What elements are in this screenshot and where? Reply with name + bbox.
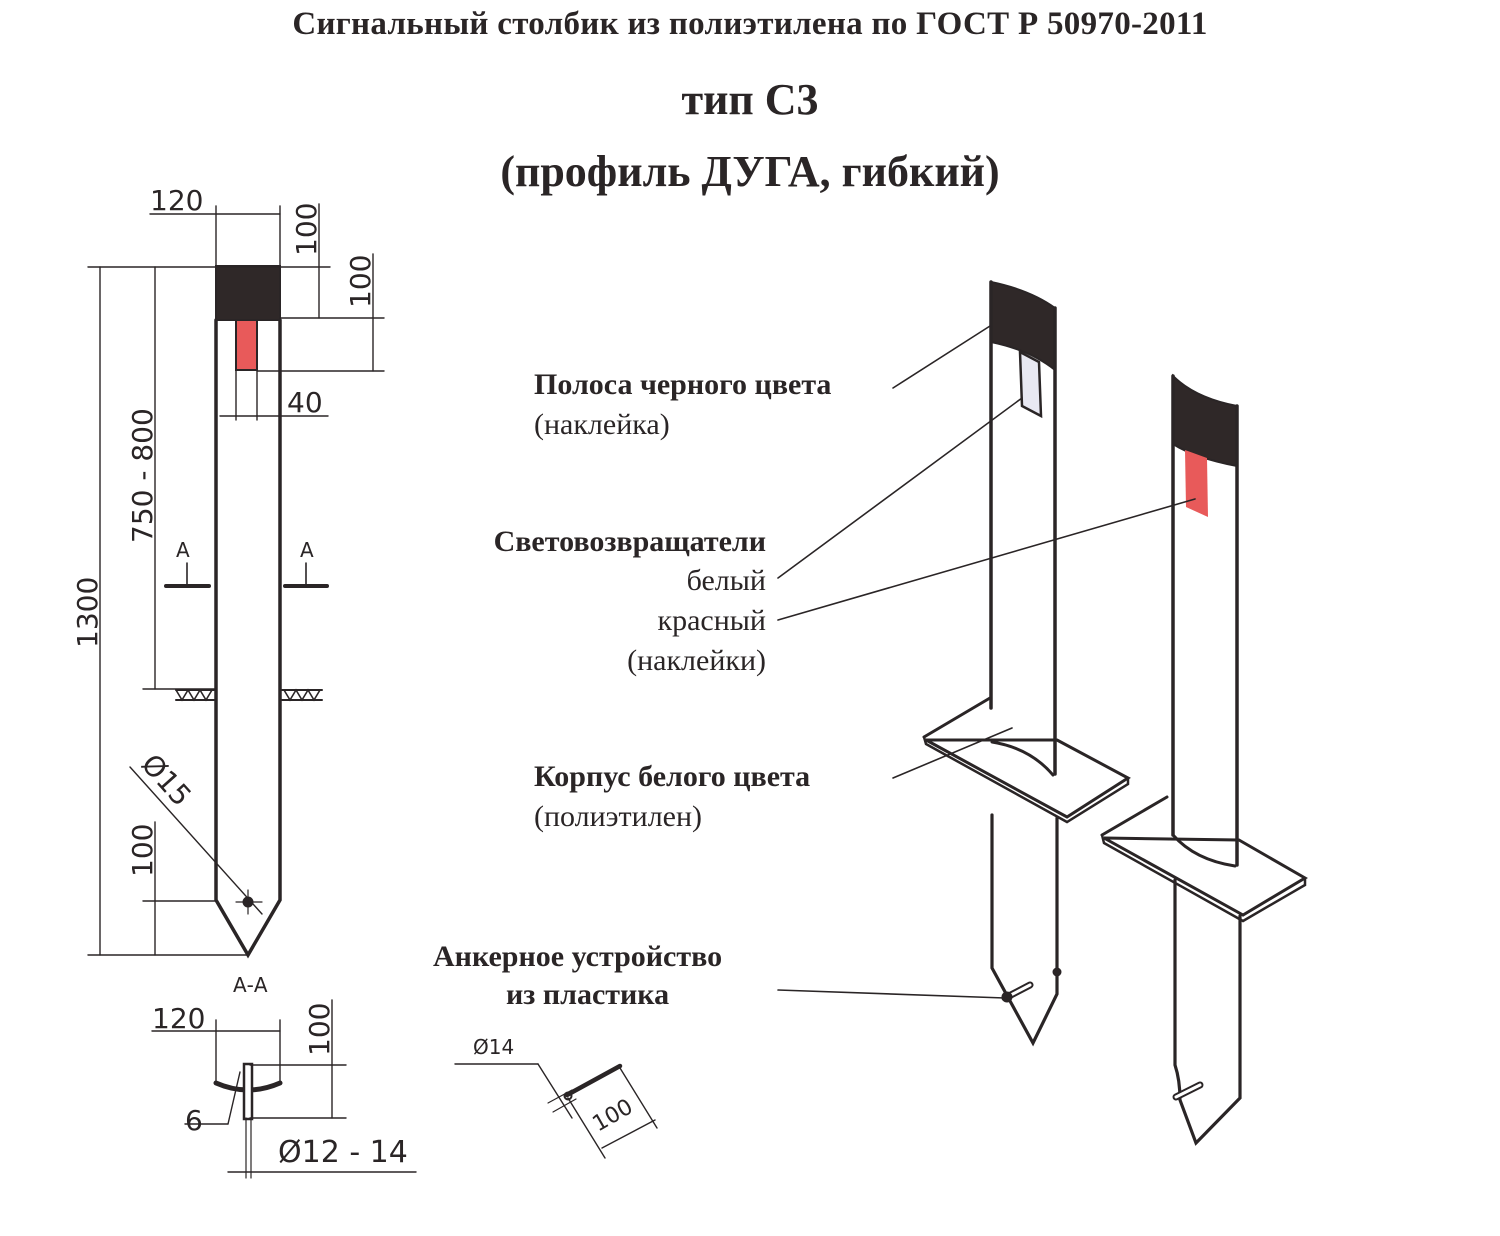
dim-thickness: 6 [185, 1104, 203, 1137]
section-anchor [242, 1062, 254, 1121]
callout-reflectors-note: (наклейки) [627, 644, 766, 677]
dim-hole-from-tip: 100 [126, 824, 159, 877]
callout-black-stripe-note: (наклейка) [534, 408, 670, 441]
dim-anchor-detail-length: 100 [589, 1095, 638, 1138]
callout-reflector-white: белый [687, 564, 766, 597]
dim-anchor-diameter: Ø12 - 14 [278, 1135, 408, 1170]
dim-reflector-width: 40 [287, 386, 323, 419]
post-3d-left [922, 280, 1131, 1047]
post-body-outline [214, 318, 282, 959]
dim-reflector-height: 100 [344, 255, 377, 308]
dim-section-depth: 100 [303, 1003, 336, 1056]
red-reflector-3d [1185, 450, 1208, 517]
section-label-right: A [300, 538, 314, 562]
callout-body-note: (полиэтилен) [534, 800, 702, 833]
profile-description: (профиль ДУГА, гибкий) [500, 147, 1000, 196]
callout-anchor-title2: из пластика [506, 978, 669, 1011]
section-label-left: A [176, 538, 190, 562]
anchor-detail [454, 1063, 658, 1159]
black-stripe-3d-right [1172, 373, 1238, 468]
black-stripe [215, 265, 281, 321]
callout-reflectors-title: Световозвращатели [494, 525, 766, 558]
dim-hole-diameter: Ø15 [135, 748, 198, 813]
callout-leaders [777, 325, 1196, 999]
section-view [151, 999, 417, 1179]
white-reflector [1018, 349, 1043, 419]
callout-body-title: Корпус белого цвета [534, 760, 810, 793]
section-title: А-А [233, 973, 268, 997]
post-3d-right [1100, 373, 1308, 1146]
anchor-pin [564, 1063, 623, 1098]
callout-anchor-title: Анкерное устройство [433, 940, 722, 973]
red-reflector [235, 319, 258, 371]
dim-section-width: 120 [152, 1002, 205, 1035]
dim-above-ground: 750 - 800 [126, 408, 159, 543]
dim-anchor-detail-diameter: Ø14 [473, 1035, 514, 1059]
dim-black-stripe: 100 [290, 203, 323, 256]
post-type: тип С3 [681, 75, 819, 124]
callout-black-stripe-title: Полоса черного цвета [534, 368, 831, 401]
front-view [87, 203, 385, 959]
dim-total-height: 1300 [71, 577, 104, 648]
callout-reflector-red: красный [658, 604, 766, 637]
dim-width-top: 120 [150, 184, 203, 217]
document-title: Сигнальный столбик из полиэтилена по ГОС… [292, 6, 1208, 42]
